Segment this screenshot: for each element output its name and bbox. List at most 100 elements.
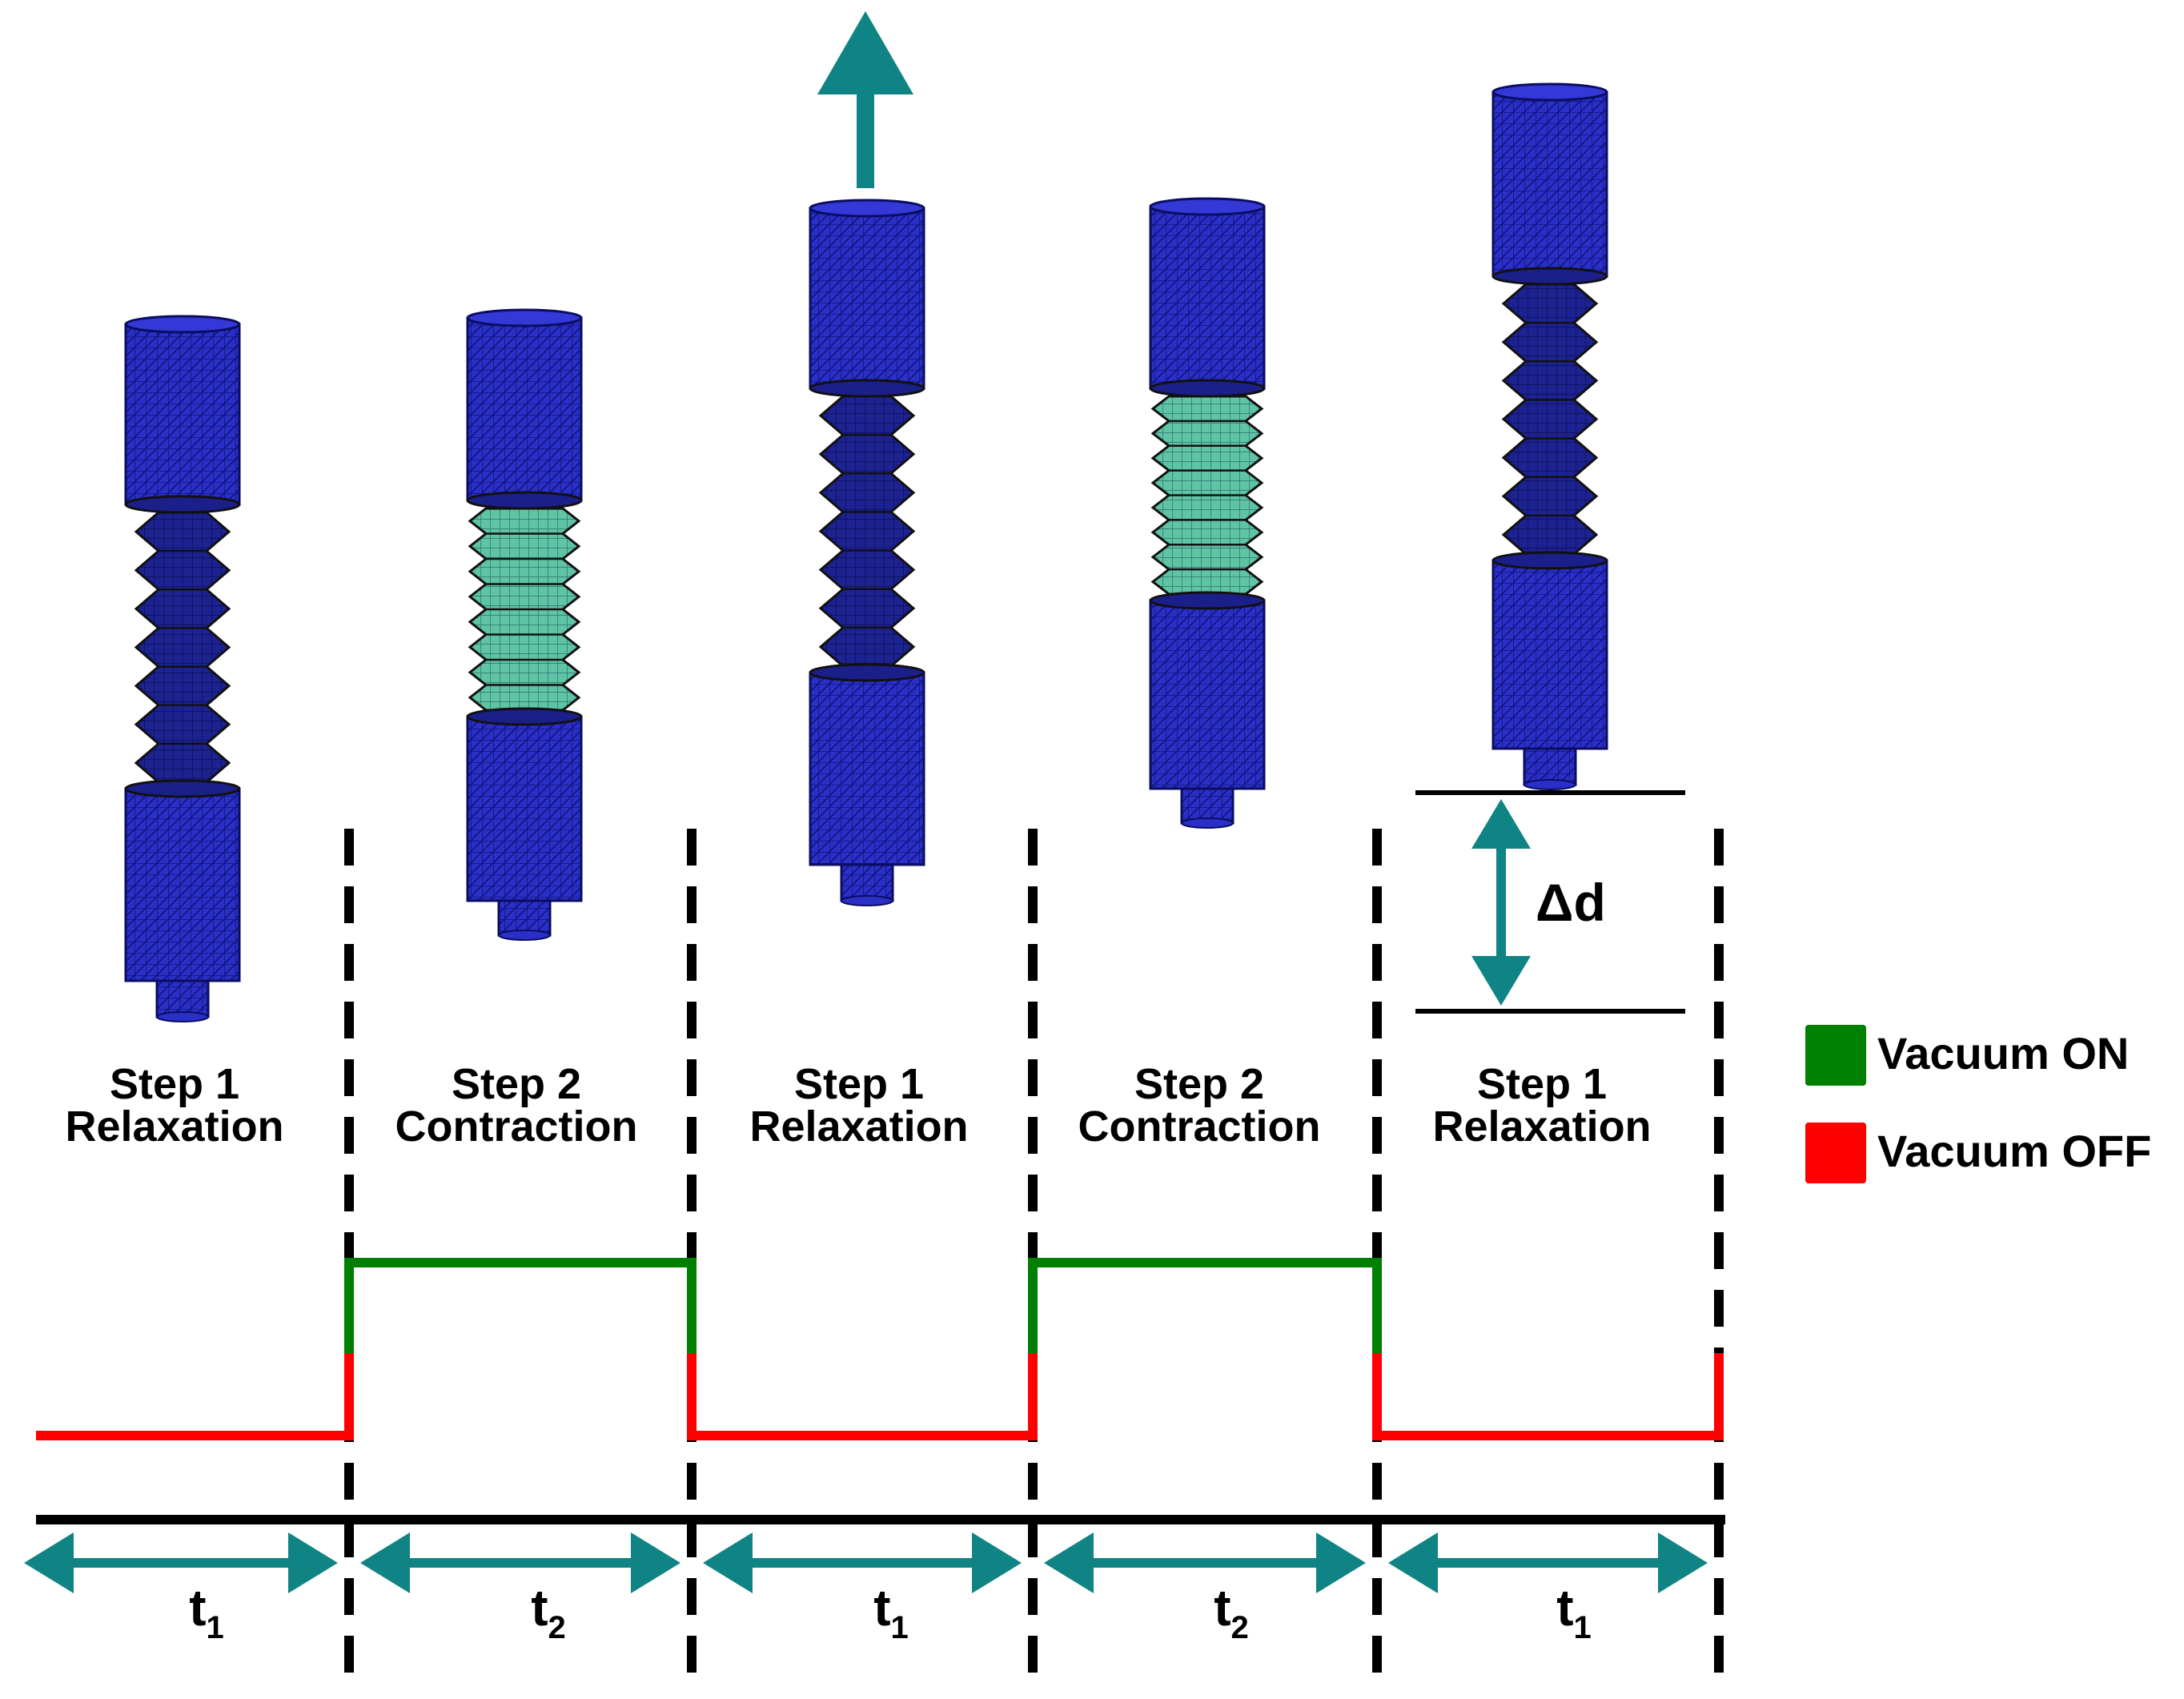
time-arrow-left-head	[1388, 1532, 1438, 1593]
top-cylinder-rim	[466, 491, 583, 510]
bottom-cylinder-rim	[1149, 591, 1266, 610]
step-number-label-5: Step 1	[1477, 1060, 1607, 1108]
duration-label-5: t1	[1556, 1579, 1592, 1645]
top-cylinder-rim	[1149, 379, 1266, 398]
step-phase-label-1: Relaxation	[65, 1103, 283, 1151]
duration-symbol: t	[189, 1579, 206, 1637]
vacuum-off-segment-5	[1372, 1353, 1724, 1440]
time-arrow-left-head	[1044, 1532, 1094, 1593]
time-arrow-right-head	[972, 1532, 1022, 1593]
time-arrow-left-head	[703, 1532, 753, 1593]
stub-cap	[1181, 817, 1234, 829]
actuator-group	[124, 11, 1608, 1022]
vacuum-on-segment-4	[1028, 1258, 1382, 1353]
vacuum-off-segment-3	[687, 1353, 1038, 1440]
step-phase-label-5: Relaxation	[1432, 1103, 1651, 1151]
time-arrow-left-head	[24, 1532, 74, 1593]
step-phase-label-4: Contraction	[1078, 1103, 1321, 1151]
duration-index: 1	[891, 1610, 909, 1645]
top-cap	[1491, 82, 1608, 102]
step-number-label-1: Step 1	[110, 1060, 239, 1108]
stub-cap	[1524, 779, 1576, 790]
top-cap	[124, 315, 241, 334]
duration-index: 1	[207, 1610, 224, 1645]
stub-cap	[498, 930, 551, 941]
top-cylinder-rim	[809, 379, 925, 398]
duration-symbol: t	[1556, 1579, 1573, 1637]
top-cylinder	[466, 316, 583, 502]
vacuum-on-segment-2	[344, 1258, 697, 1353]
duration-symbol: t	[1214, 1579, 1231, 1637]
displacement-arrow-bottom-head	[1471, 956, 1531, 1006]
step-phase-label-2: Contraction	[395, 1103, 638, 1151]
top-cap	[809, 199, 925, 218]
motion-arrow-head	[817, 11, 913, 94]
stub-cap	[156, 1011, 209, 1022]
displacement-label: Δd	[1536, 873, 1606, 932]
vacuum-off-segment-1	[36, 1353, 354, 1440]
bottom-cylinder-rim	[124, 779, 241, 798]
top-cylinder	[809, 207, 925, 390]
time-arrow-right-head	[631, 1532, 680, 1593]
top-cap	[1149, 197, 1266, 216]
duration-symbol: t	[873, 1579, 890, 1637]
soft-actuator-1	[124, 315, 241, 1022]
duration-index: 2	[548, 1610, 566, 1645]
soft-actuator-2	[466, 308, 583, 941]
phase-divider-group	[344, 829, 1724, 1681]
duration-label-3: t1	[873, 1579, 909, 1645]
duration-index: 1	[1574, 1610, 1592, 1645]
legend: Vacuum ON Vacuum OFF	[1805, 1025, 2151, 1183]
double-headed-arrow-icon	[1388, 1532, 1708, 1593]
bottom-cylinder	[809, 671, 925, 866]
bottom-cylinder	[466, 715, 583, 902]
displacement-arrow-top-head	[1471, 799, 1531, 849]
vacuum-signal-trace	[36, 1258, 1724, 1440]
double-headed-arrow-icon	[360, 1532, 680, 1593]
stub-cap	[841, 895, 893, 906]
soft-actuator-4	[1149, 197, 1266, 829]
displacement-indicator: Δd	[1415, 790, 1685, 1014]
bottom-cylinder	[1491, 559, 1608, 750]
motion-arrow-shaft	[857, 84, 874, 188]
up-arrow-icon	[817, 11, 913, 188]
top-cylinder-rim	[124, 495, 241, 514]
time-arrow-right-head	[1316, 1532, 1366, 1593]
soft-actuator-3	[809, 199, 925, 906]
step-number-label-4: Step 2	[1134, 1060, 1264, 1108]
time-arrow-right-head	[1658, 1532, 1708, 1593]
bellows-relaxed	[1501, 283, 1599, 556]
duration-label-4: t2	[1214, 1579, 1249, 1645]
top-cap	[466, 308, 583, 327]
bellows-relaxed	[818, 395, 916, 668]
bottom-cylinder	[1149, 599, 1266, 790]
time-arrow-right-head	[288, 1532, 338, 1593]
soft-actuator-5	[1491, 82, 1608, 790]
bottom-cylinder-rim	[466, 707, 583, 726]
bottom-cylinder-rim	[809, 663, 925, 682]
top-cylinder	[1149, 205, 1266, 390]
duration-label-1: t1	[189, 1579, 224, 1645]
bottom-cylinder-rim	[1491, 551, 1608, 570]
legend-swatch-1	[1805, 1025, 1866, 1086]
legend-label-2: Vacuum OFF	[1877, 1126, 2151, 1176]
duration-symbol: t	[531, 1579, 548, 1637]
bottom-stub	[840, 863, 894, 902]
double-headed-arrow-icon	[24, 1532, 338, 1593]
bellows-relaxed	[134, 511, 231, 784]
legend-swatch-2	[1805, 1123, 1866, 1183]
double-headed-arrow-icon	[703, 1532, 1022, 1593]
bottom-cylinder	[124, 787, 241, 982]
duration-index: 2	[1231, 1610, 1249, 1645]
step-number-label-2: Step 2	[452, 1060, 581, 1108]
time-arrow-left-head	[360, 1532, 410, 1593]
top-cylinder	[124, 323, 241, 506]
bottom-stub	[1180, 787, 1235, 825]
legend-label-1: Vacuum ON	[1877, 1028, 2129, 1078]
top-cylinder-rim	[1491, 267, 1608, 286]
step-number-label-3: Step 1	[794, 1060, 924, 1108]
